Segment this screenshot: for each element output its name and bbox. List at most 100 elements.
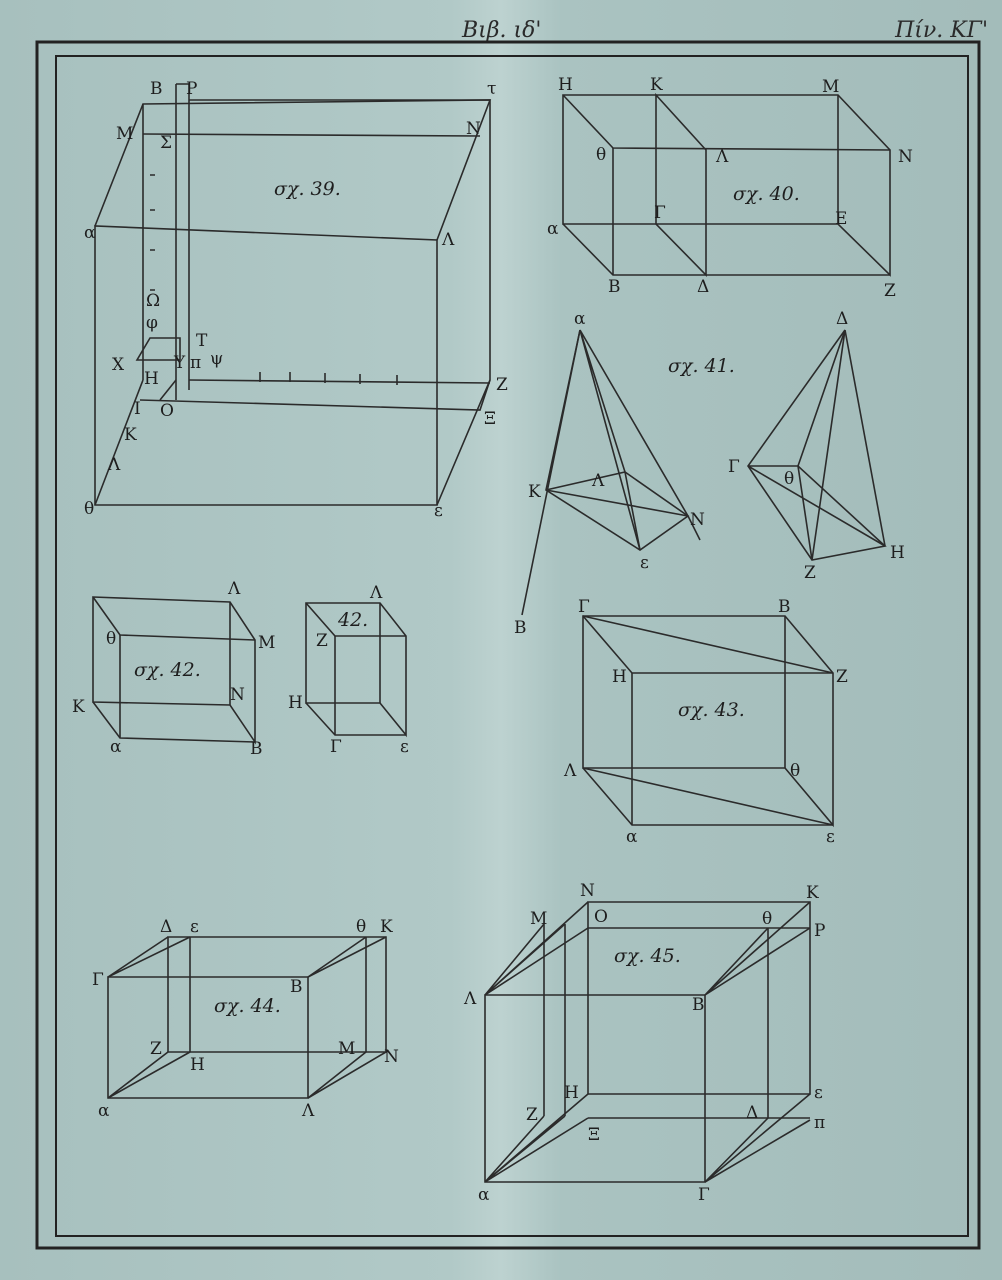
label-N: Ν bbox=[580, 881, 595, 901]
label-K: Κ bbox=[380, 917, 393, 937]
label-D: Δ bbox=[160, 917, 172, 937]
label-N: Ν bbox=[690, 510, 705, 530]
label-tau: τ bbox=[487, 79, 496, 99]
plate-number: Πίν. ΚΓ' bbox=[895, 18, 988, 43]
label-K: Κ bbox=[72, 697, 85, 717]
figure-44: σχ. 44. Δ ε θ Κ Γ Β Ζ Η Μ Ν α Λ bbox=[92, 917, 399, 1121]
label-epsilon: ε bbox=[434, 501, 443, 521]
label-Z: Ζ bbox=[804, 563, 816, 583]
label-Xi: Ξ bbox=[484, 409, 496, 429]
label-B: Β bbox=[290, 977, 303, 997]
label-K: Κ bbox=[806, 883, 819, 903]
label-epsilon: ε bbox=[640, 553, 649, 573]
label-B: Β bbox=[608, 277, 621, 297]
caption-42b: 42. bbox=[337, 609, 368, 631]
label-Z: Ζ bbox=[526, 1105, 538, 1125]
label-theta: θ bbox=[84, 499, 94, 519]
label-gamma-b: Γ bbox=[330, 737, 342, 757]
label-D: Δ bbox=[836, 309, 848, 329]
label-theta: θ bbox=[784, 469, 794, 489]
label-P: Ρ bbox=[814, 921, 825, 941]
label-pi: π bbox=[814, 1113, 825, 1133]
label-X: Χ bbox=[112, 355, 125, 375]
label-L: Λ bbox=[227, 579, 241, 599]
label-epsilon: ε bbox=[826, 827, 835, 847]
label-N: Ν bbox=[466, 119, 481, 139]
label-B: Β bbox=[150, 79, 163, 99]
label-E: Ε bbox=[835, 209, 847, 229]
label-D: Δ bbox=[697, 277, 709, 297]
figure-41: σχ. 41. α Κ Λ Ν ε Β Δ Γ θ Η Ζ bbox=[514, 309, 905, 638]
label-alpha: α bbox=[110, 737, 122, 757]
label-H-b: Η bbox=[288, 693, 303, 713]
label-H: Η bbox=[890, 543, 905, 563]
label-M: Μ bbox=[822, 77, 839, 97]
label-gamma: Γ bbox=[92, 970, 104, 990]
label-L-b: Λ bbox=[369, 583, 383, 603]
label-B: Β bbox=[692, 995, 705, 1015]
label-theta: θ bbox=[356, 917, 366, 937]
label-L: Λ bbox=[563, 761, 577, 781]
label-H: Η bbox=[144, 369, 159, 389]
label-gamma: Γ bbox=[698, 1185, 710, 1205]
label-K: Κ bbox=[650, 75, 663, 95]
outer-frame bbox=[35, 40, 981, 1250]
inner-frame bbox=[55, 55, 969, 1237]
label-O: Ο bbox=[160, 401, 174, 421]
label-K: Κ bbox=[528, 482, 541, 502]
label-L: Λ bbox=[463, 989, 477, 1009]
label-epsilon-b: ε bbox=[400, 737, 409, 757]
label-L2: Λ bbox=[107, 455, 121, 475]
label-T: Τ bbox=[196, 331, 208, 351]
caption-40: σχ. 40. bbox=[733, 183, 800, 205]
label-B: Β bbox=[778, 597, 791, 617]
label-gamma: Γ bbox=[728, 457, 740, 477]
label-P: Ρ bbox=[186, 79, 197, 99]
label-Xi: Ξ bbox=[588, 1125, 600, 1145]
label-alpha: α bbox=[98, 1101, 110, 1121]
label-gamma: Γ bbox=[654, 203, 666, 223]
figure-42: σχ. 42. Λ θ Μ Ν Κ α Β 42. Λ Ζ Η Γ ε bbox=[72, 579, 409, 759]
caption-39: σχ. 39. bbox=[274, 178, 341, 200]
figure-39: σχ. 39. Β Ρ τ Μ Σ Ν α Λ Ω φ Τ Χ Υ π ψ Η … bbox=[84, 79, 508, 521]
figure-43: σχ. 43. Γ Β Η Ζ Λ θ α ε bbox=[563, 597, 848, 847]
label-alpha: α bbox=[84, 223, 96, 243]
label-L: Λ bbox=[591, 471, 605, 491]
label-epsilon: ε bbox=[190, 917, 199, 937]
label-Z: Ζ bbox=[496, 375, 508, 395]
label-K: Κ bbox=[124, 425, 137, 445]
caption-43: σχ. 43. bbox=[678, 699, 745, 721]
caption-44: σχ. 44. bbox=[214, 995, 281, 1017]
label-L: Λ bbox=[441, 230, 455, 250]
label-D: Δ bbox=[746, 1103, 758, 1123]
figure-45: σχ. 45. Ν Κ Μ Ο θ Ρ Λ Β Η ε Ζ Δ π Ξ α Γ bbox=[463, 881, 825, 1205]
label-N: Ν bbox=[230, 685, 245, 705]
label-theta: θ bbox=[106, 629, 116, 649]
label-H: Η bbox=[612, 667, 627, 687]
label-L: Λ bbox=[301, 1101, 315, 1121]
label-Z-b: Ζ bbox=[316, 631, 328, 651]
book-number: Βιβ. ιδ' bbox=[462, 18, 542, 43]
label-Z: Ζ bbox=[150, 1039, 162, 1059]
label-L: Λ bbox=[715, 147, 729, 167]
label-psi: ψ bbox=[210, 349, 223, 369]
label-Z: Ζ bbox=[884, 281, 896, 301]
label-N: Ν bbox=[898, 147, 913, 167]
label-Z: Ζ bbox=[836, 667, 848, 687]
label-alpha: α bbox=[626, 827, 638, 847]
label-alpha: α bbox=[478, 1185, 490, 1205]
caption-41: σχ. 41. bbox=[668, 355, 735, 377]
label-I: Ι bbox=[134, 399, 141, 419]
figure-40: σχ. 40. Η Κ Μ θ Λ Ν Γ Ε α Β Δ Ζ bbox=[547, 75, 913, 301]
label-epsilon: ε bbox=[814, 1083, 823, 1103]
label-phi: φ bbox=[146, 313, 158, 333]
label-theta: θ bbox=[762, 909, 772, 929]
label-H: Η bbox=[558, 75, 573, 95]
label-pi: π bbox=[190, 353, 201, 373]
caption-42: σχ. 42. bbox=[134, 659, 201, 681]
label-B: Β bbox=[250, 739, 263, 759]
label-N: Ν bbox=[384, 1047, 399, 1067]
label-M: Μ bbox=[530, 909, 547, 929]
